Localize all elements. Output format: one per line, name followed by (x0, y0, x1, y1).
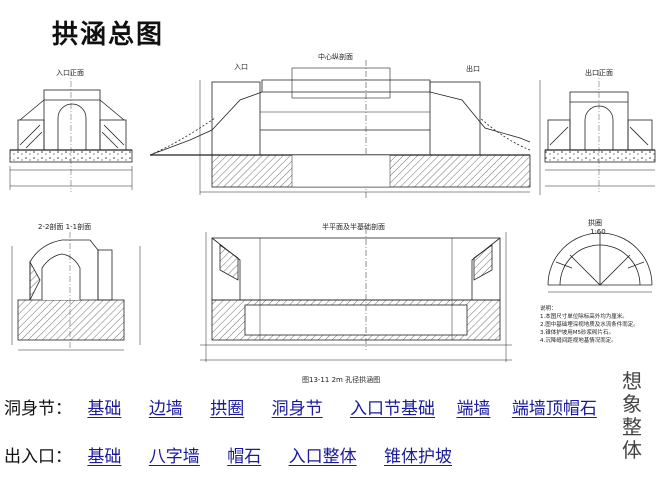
side-vertical-text: 想象整体 (622, 369, 642, 462)
page-title: 拱涵总图 (52, 20, 165, 50)
figure-caption: 图13-11 2m 孔径拱涵图 (302, 376, 381, 384)
body-link-side-wall[interactable]: 边墙 (148, 399, 183, 419)
body-nav-row: 洞身节： 基础 边墙 拱圈 洞身节 入口节基础 端墙 端墙顶帽石 (4, 394, 597, 419)
body-nav-label: 洞身节： (4, 399, 72, 419)
center-longitudinal-view (149, 60, 541, 200)
exit-caption: 出口 (466, 65, 480, 73)
notes-block: 说明： 1.本图尺寸单位除标高外均为厘米。 2.图中基础埋深视地质及水流条件而定… (540, 305, 660, 345)
section-caption: 2-2剖面 1-1剖面 (38, 223, 92, 231)
cross-sections-view (11, 232, 141, 351)
inout-link-cap-stone[interactable]: 帽石 (227, 447, 262, 467)
center-longitudinal-caption: 中心纵剖面 (318, 53, 353, 61)
inout-link-cone-slope[interactable]: 锥体护坡 (384, 447, 453, 467)
entrance-elevation-caption: 入口正面 (56, 69, 84, 77)
arch-ring-caption: 拱圈 (588, 219, 602, 227)
exit-elevation-view (544, 70, 656, 192)
inout-link-entrance-whole[interactable]: 入口整体 (288, 447, 357, 467)
inout-nav-label: 出入口： (4, 447, 72, 467)
notes-line: 3.锥体护坡用M5砂浆砌片石。 (540, 330, 614, 336)
body-link-entrance-foundation[interactable]: 入口节基础 (350, 399, 436, 419)
exit-elevation-caption: 出口正面 (585, 69, 613, 77)
body-link-foundation[interactable]: 基础 (87, 399, 122, 419)
body-link-arch-ring[interactable]: 拱圈 (210, 399, 245, 419)
notes-line: 2.图中基础埋深视地质及水流条件而定。 (540, 322, 639, 328)
arch-ring-scale: 1:60 (590, 228, 606, 236)
half-plan-caption: 半平面及半基础剖面 (322, 223, 385, 231)
inout-nav-row: 出入口： 基础 八字墙 帽石 入口整体 锥体护坡 (4, 442, 474, 467)
body-link-body-section[interactable]: 洞身节 (271, 399, 323, 419)
notes-heading: 说明： (540, 306, 557, 312)
notes-line: 4.沉降缝间距视地基情况而定。 (540, 338, 617, 344)
inout-link-foundation[interactable]: 基础 (87, 447, 122, 467)
notes-line: 1.本图尺寸单位除标高外均为厘米。 (540, 314, 628, 320)
body-link-end-wall-cap[interactable]: 端墙顶帽石 (511, 399, 597, 419)
entrance-elevation-view (9, 70, 133, 192)
half-plan-view (200, 228, 512, 362)
inout-link-wing-wall[interactable]: 八字墙 (148, 447, 200, 467)
entrance-caption: 入口 (234, 63, 248, 71)
arch-ring-view (547, 232, 653, 293)
body-link-end-wall[interactable]: 端墙 (456, 399, 491, 419)
